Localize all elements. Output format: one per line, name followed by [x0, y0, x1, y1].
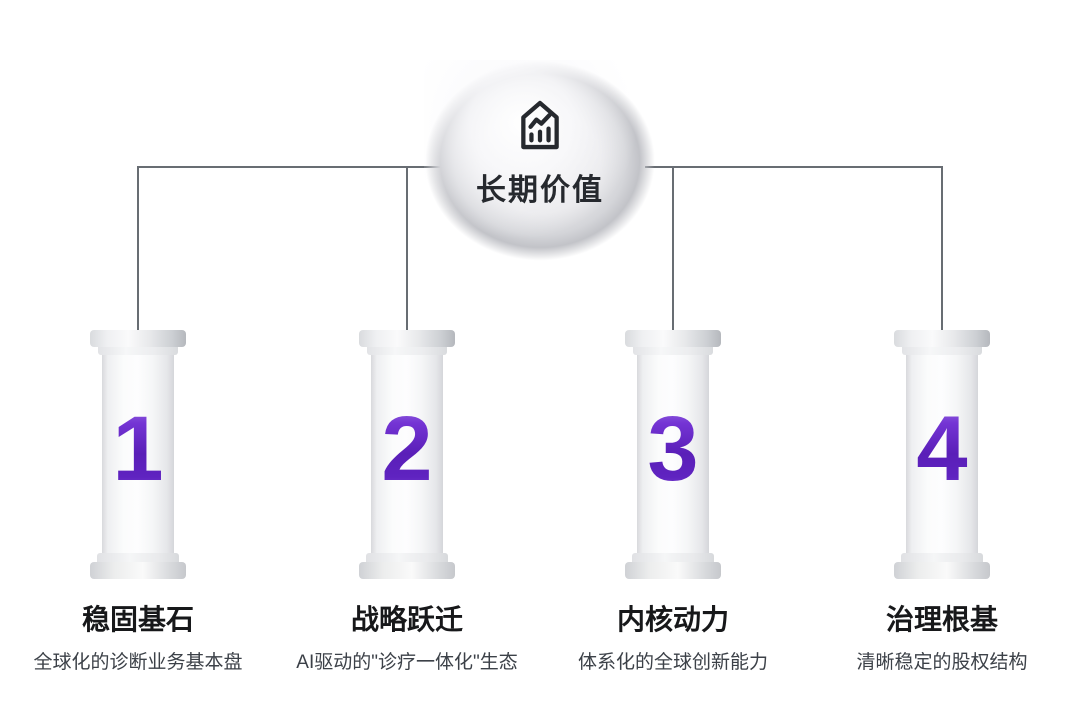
pillar-title: 治理根基	[885, 604, 998, 635]
pillar-group-2: 2 战略跃迁 AI驱动的"诊疗一体化"生态	[277, 330, 537, 674]
sphere-ball	[424, 60, 656, 270]
pillar-title: 战略跃迁	[350, 604, 463, 635]
pillar-cap	[894, 330, 990, 347]
pillar-bottom-collar	[97, 553, 179, 562]
pillar-shaft: 3	[637, 355, 709, 553]
pillar-shaft: 2	[371, 355, 443, 553]
pillar-bottom-collar	[366, 553, 448, 562]
pillar-cap	[359, 330, 455, 347]
pillar-subtitle: AI驱动的"诊疗一体化"生态	[296, 652, 518, 673]
pillar-number: 4	[916, 398, 968, 500]
pillar-base	[625, 562, 721, 579]
pillar-cap	[625, 330, 721, 347]
pillar-collar	[633, 347, 713, 355]
building-trend-chart-icon	[513, 94, 567, 161]
pillar-base	[90, 562, 186, 579]
center-label: 长期价值	[476, 174, 604, 207]
pillar-number: 3	[647, 398, 699, 500]
pillar-cap	[90, 330, 186, 347]
pillar-title: 稳固基石	[81, 604, 194, 635]
pillar-shaft: 4	[906, 355, 978, 553]
pillar-collar	[98, 347, 178, 355]
pillar-base	[894, 562, 990, 579]
pillar-subtitle: 清晰稳定的股权结构	[856, 652, 1028, 673]
pillar-collar	[367, 347, 447, 355]
pillar-subtitle: 体系化的全球创新能力	[577, 652, 768, 673]
pillar-bottom-collar	[901, 553, 983, 562]
connector-hline-left	[137, 166, 448, 168]
pillar-group-3: 3 内核动力 体系化的全球创新能力	[543, 330, 803, 674]
center-sphere: 长期价值	[424, 60, 656, 270]
pillar-group-1: 1 稳固基石 全球化的诊断业务基本盘	[8, 330, 268, 674]
connector-hline-right	[645, 166, 943, 168]
pillar-base	[359, 562, 455, 579]
pillar-subtitle: 全球化的诊断业务基本盘	[33, 652, 243, 673]
connector-vline-pillar-2	[406, 167, 408, 330]
connector-vline-pillar-4	[941, 167, 943, 330]
pillar-group-4: 4 治理根基 清晰稳定的股权结构	[812, 330, 1072, 674]
pillar-title: 内核动力	[616, 604, 729, 635]
connector-vline-pillar-3	[672, 167, 674, 330]
pillar-bottom-collar	[632, 553, 714, 562]
pillar-number: 1	[112, 398, 164, 500]
pillar-number: 2	[381, 398, 433, 500]
pillar-shaft: 1	[102, 355, 174, 553]
pillar-collar	[902, 347, 982, 355]
connector-vline-pillar-1	[137, 167, 139, 330]
